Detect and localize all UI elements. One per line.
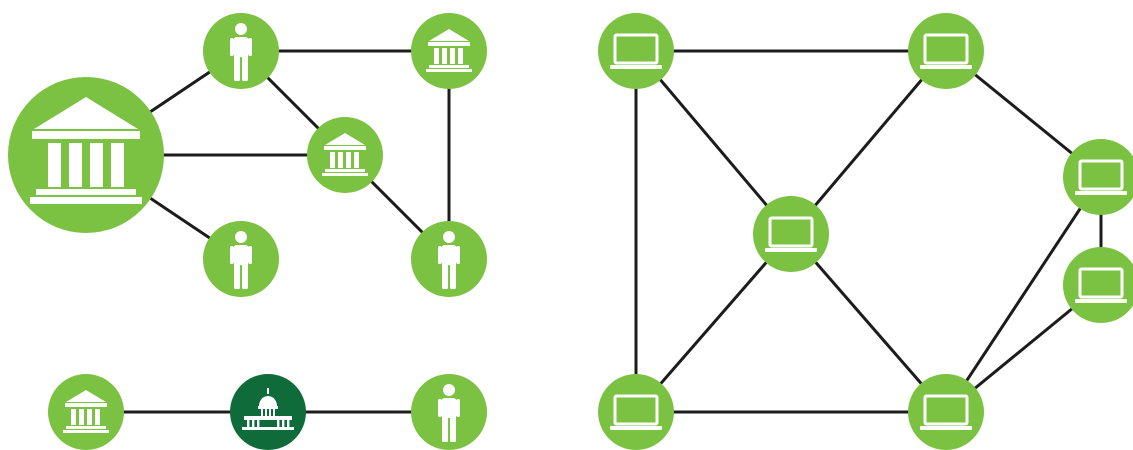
nodes-layer <box>8 13 1133 450</box>
node-chain-bank <box>48 374 124 450</box>
node-laptop-right-upper <box>1063 139 1133 215</box>
person-icon <box>438 384 460 442</box>
person-icon <box>438 231 460 289</box>
node-bank-center <box>307 117 383 193</box>
node-circle-laptop-top-right <box>908 13 984 89</box>
edge-laptop-center-to-laptop-bottom-right <box>789 232 948 414</box>
laptop-icon <box>610 394 662 430</box>
node-circle-laptop-top-left <box>598 13 674 89</box>
node-circle-bank-top-right <box>411 13 487 89</box>
person-icon <box>230 23 252 81</box>
node-circle-laptop-right-upper <box>1063 139 1133 215</box>
node-circle-laptop-bottom-left <box>598 374 674 450</box>
bank-icon <box>63 390 109 433</box>
edge-laptop-right-upper-to-laptop-bottom-right <box>944 175 1103 414</box>
node-circle-laptop-center <box>753 196 829 272</box>
bank-icon <box>30 97 142 204</box>
node-circle-bank-center <box>307 117 383 193</box>
person-icon <box>230 231 252 289</box>
node-laptop-top-right <box>908 13 984 89</box>
laptop-icon <box>765 216 817 252</box>
node-person-right <box>411 221 487 297</box>
node-laptop-top-left <box>598 13 674 89</box>
node-chain-person <box>411 374 487 450</box>
laptop-icon <box>1075 159 1127 195</box>
node-laptop-bottom-right <box>908 374 984 450</box>
node-circle-chain-capitol <box>230 374 306 450</box>
edge-laptop-top-left-to-laptop-center <box>634 49 793 236</box>
bank-icon <box>426 29 472 72</box>
edge-laptop-top-right-to-laptop-center <box>789 49 948 236</box>
bank-icon <box>322 133 368 176</box>
laptop-icon <box>1075 267 1127 303</box>
node-person-top <box>203 13 279 89</box>
node-laptop-bottom-left <box>598 374 674 450</box>
node-chain-capitol <box>230 374 306 450</box>
edge-laptop-center-to-laptop-bottom-left <box>634 232 793 414</box>
laptop-icon <box>920 394 972 430</box>
node-circle-chain-bank <box>48 374 124 450</box>
capitol-icon <box>242 388 294 430</box>
node-circle-laptop-right-lower <box>1063 247 1133 323</box>
laptop-icon <box>610 33 662 69</box>
node-laptop-right-lower <box>1063 247 1133 323</box>
node-laptop-center <box>753 196 829 272</box>
laptop-icon <box>920 33 972 69</box>
node-circle-laptop-bottom-right <box>908 374 984 450</box>
node-bank-hub <box>8 77 164 233</box>
node-person-bottom <box>203 221 279 297</box>
node-bank-top-right <box>411 13 487 89</box>
